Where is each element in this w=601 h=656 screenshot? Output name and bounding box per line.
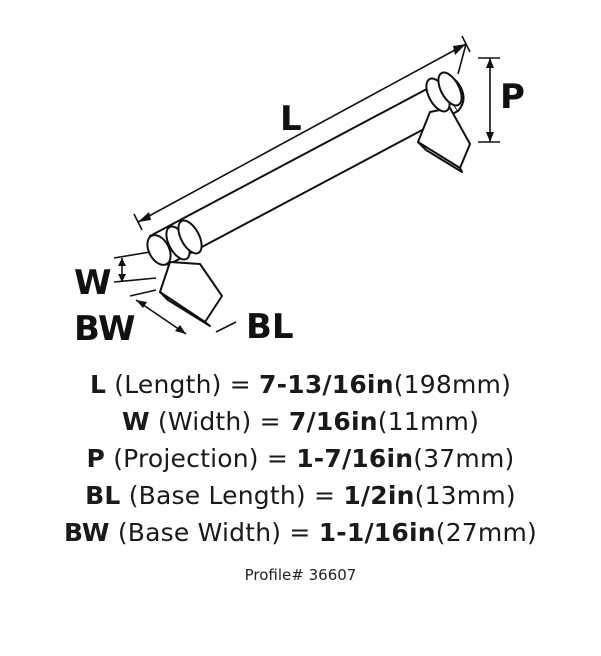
length-dimension-line <box>137 43 467 223</box>
left-post-base <box>159 261 223 323</box>
bar-end-left <box>146 234 172 266</box>
base-length-dimension-line <box>215 321 237 333</box>
width-label: W <box>74 263 112 303</box>
spec-projection: P (Projection) = 1-7/16in(37mm) <box>86 444 515 473</box>
profile-number: Profile# 36607 <box>244 566 357 584</box>
base-length-label: BL <box>246 307 294 347</box>
length-label: L <box>280 99 302 139</box>
spec-list: L (Length) = 7-13/16in(198mm) W (Width) … <box>0 366 601 551</box>
base-width-label: BW <box>74 309 136 349</box>
spec-base-width: BW (Base Width) = 1-1/16in(27mm) <box>64 518 537 547</box>
spec-width: W (Width) = 7/16in(11mm) <box>121 407 480 436</box>
pull-handle-drawing <box>113 35 500 335</box>
projection-label: P <box>500 77 525 117</box>
spec-base-length: BL (Base Length) = 1/2in(13mm) <box>85 481 516 510</box>
spec-length: L (Length) = 7-13/16in(198mm) <box>89 370 512 399</box>
